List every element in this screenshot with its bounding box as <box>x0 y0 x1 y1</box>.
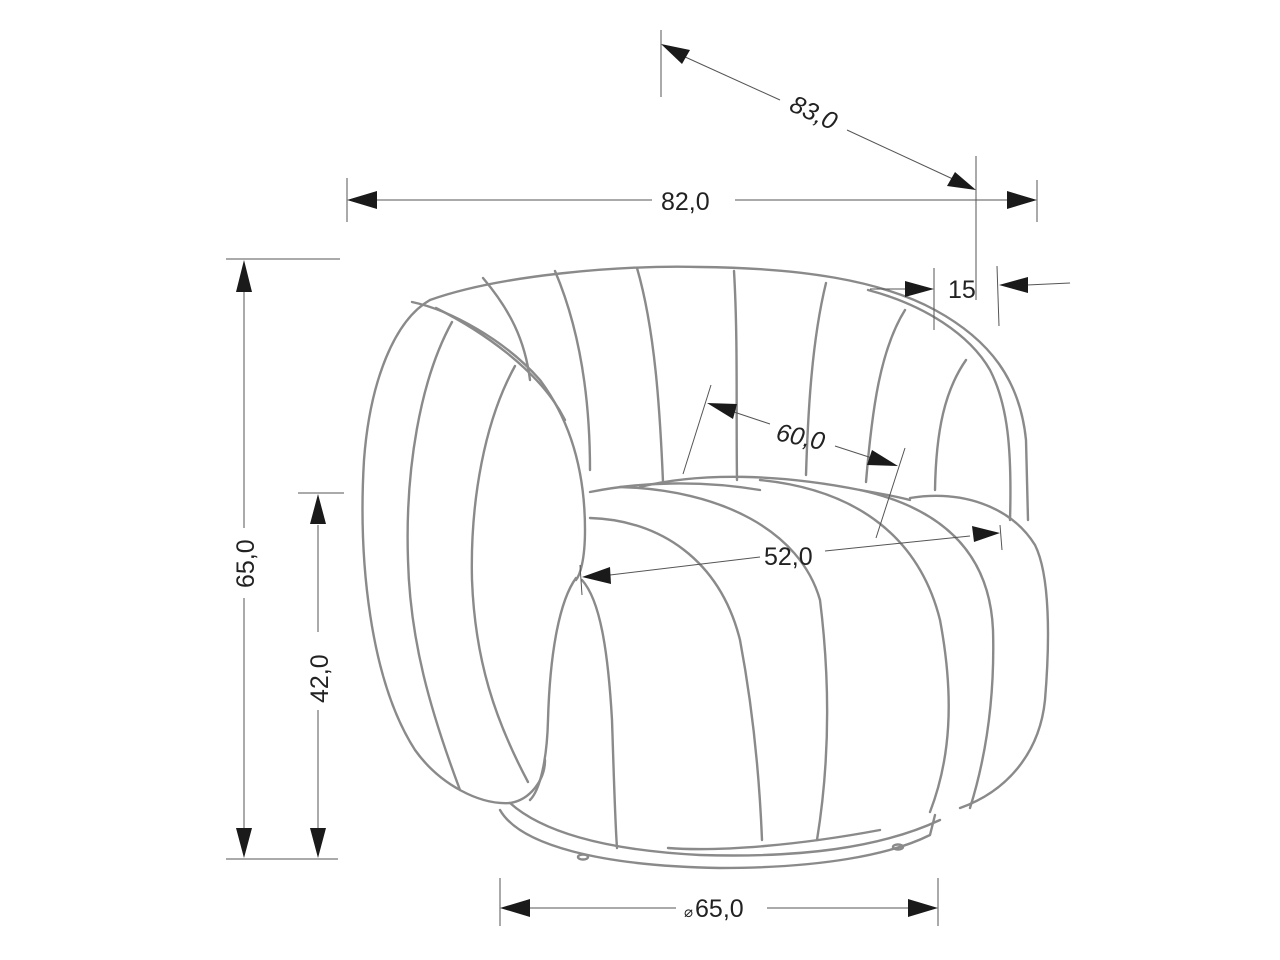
label-depth-diagonal: 83,0 <box>785 90 841 136</box>
dimension-width-overall: 82,0 <box>346 178 1038 222</box>
label-height-overall: 65,0 <box>232 539 260 588</box>
dimension-seat-height: 42,0 <box>298 492 344 858</box>
label-seat-height: 42,0 <box>306 654 334 703</box>
dimension-seat-width: 52,0 <box>579 524 1003 596</box>
label-base-diameter: ⌀65,0 <box>684 895 744 923</box>
label-width-overall: 82,0 <box>661 188 710 216</box>
dimension-base-diameter: ⌀65,0 <box>499 878 939 926</box>
dimension-height-overall: 65,0 <box>226 258 340 860</box>
armchair-outline <box>361 265 1050 870</box>
label-seat-width: 52,0 <box>764 543 813 571</box>
label-backrest-inner-width: 60,0 <box>774 418 828 456</box>
diameter-symbol-icon: ⌀ <box>684 903 693 921</box>
label-backrest-thickness: 15 <box>948 276 976 304</box>
dimension-backrest-thickness: 15 <box>870 265 1071 330</box>
dimension-depth-diagonal: 83,0 <box>660 30 977 300</box>
dimension-backrest-inner-width: 60,0 <box>682 384 906 539</box>
